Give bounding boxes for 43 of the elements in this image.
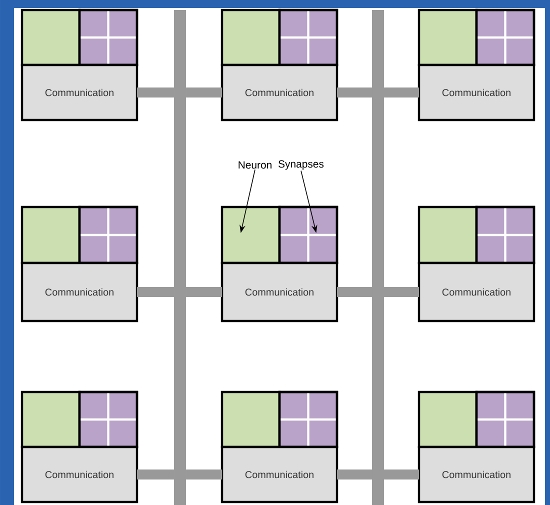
bus-connector (384, 88, 419, 98)
synapse-square (475, 8, 536, 66)
synapse-square (278, 8, 338, 66)
neuron-square (418, 8, 478, 66)
communication-box: Communication (20, 262, 138, 322)
neuron-square (418, 390, 478, 448)
synapse-square (475, 206, 536, 264)
neuron-square (220, 390, 281, 448)
neuron-square (418, 206, 478, 264)
neuron-square (220, 206, 281, 264)
synapse-square (78, 390, 138, 448)
bus-connector (337, 287, 372, 297)
communication-box: Communication (418, 64, 536, 122)
communication-box: Communication (220, 64, 338, 122)
bus-connector (186, 470, 222, 480)
bus-connector (137, 287, 174, 297)
neuron-square (220, 8, 281, 66)
bus-connector (186, 88, 222, 98)
synapse-square (78, 206, 138, 264)
synapse-square (78, 8, 138, 66)
synapse-square (278, 206, 338, 264)
bus-connector (137, 470, 174, 480)
neuron-square (20, 8, 81, 66)
callout-label: Synapses (278, 160, 324, 170)
synapse-square (278, 390, 338, 448)
bus-connector (186, 287, 222, 297)
bus-connector (384, 470, 419, 480)
communication-box: Communication (418, 446, 536, 504)
neuron-square (20, 390, 81, 448)
communication-box: Communication (20, 446, 138, 504)
bus-connector (337, 470, 372, 480)
communication-box: Communication (20, 64, 138, 122)
bus-bar (372, 10, 384, 505)
bus-connector (137, 88, 174, 98)
bus-connector (337, 88, 372, 98)
callout-label: Neuron (238, 161, 272, 169)
bus-bar (174, 10, 186, 505)
communication-box: Communication (220, 446, 338, 504)
bus-connector (384, 287, 419, 297)
communication-box: Communication (220, 262, 338, 322)
synapse-square (475, 390, 536, 448)
communication-box: Communication (418, 262, 536, 322)
neuron-square (20, 206, 81, 264)
